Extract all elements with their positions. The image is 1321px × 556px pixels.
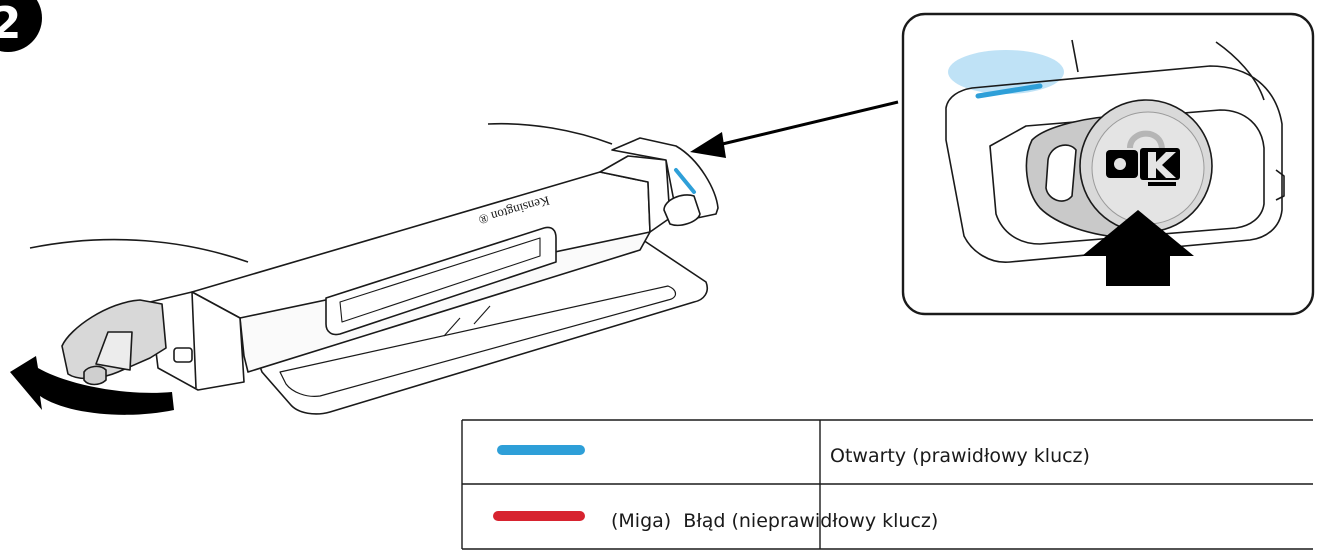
inset-cable-2 bbox=[1215, 41, 1265, 101]
cable-top bbox=[487, 122, 613, 145]
right-key-knob bbox=[663, 194, 701, 227]
base-plate-inner bbox=[279, 285, 677, 397]
body-front-face bbox=[239, 231, 651, 373]
inset-key-hole bbox=[1045, 144, 1077, 202]
inset-side-tab bbox=[1275, 169, 1285, 201]
inset-cable-1 bbox=[1071, 39, 1079, 73]
device-led bbox=[674, 168, 696, 194]
led-glow bbox=[948, 50, 1064, 94]
inset-lock-body bbox=[945, 65, 1283, 263]
rotate-arrow-icon bbox=[10, 356, 174, 415]
callout-arrow-icon bbox=[690, 100, 899, 158]
step-badge: 2 bbox=[0, 0, 42, 52]
led-legend-table: Otwarty (prawidłowy klucz) (Miga) Błąd (… bbox=[461, 419, 1313, 550]
left-latch-tip bbox=[83, 365, 107, 386]
inset-lock-inner-face bbox=[989, 109, 1265, 245]
slot-window-inner bbox=[339, 237, 541, 323]
base-tick-1 bbox=[443, 317, 461, 337]
left-port bbox=[173, 347, 193, 363]
base-plate bbox=[241, 237, 709, 415]
base-tick-2 bbox=[473, 305, 491, 325]
inset-led bbox=[975, 83, 1043, 99]
step-badge-circle bbox=[0, 0, 42, 52]
zoom-inset bbox=[901, 12, 1315, 316]
press-arrow-icon bbox=[1082, 210, 1194, 286]
left-latch-arm bbox=[95, 331, 133, 371]
step-number: 2 bbox=[0, 0, 21, 49]
cables bbox=[29, 122, 613, 263]
legend-label-error: (Miga) Błąd (nieprawidłowy klucz) bbox=[611, 510, 938, 532]
legend-label-open: Otwarty (prawidłowy klucz) bbox=[830, 445, 1090, 467]
left-end-front bbox=[191, 291, 197, 389]
lock-device bbox=[61, 137, 719, 415]
cable-left bbox=[29, 238, 249, 263]
kensington-k-lock-icon bbox=[1106, 130, 1180, 186]
